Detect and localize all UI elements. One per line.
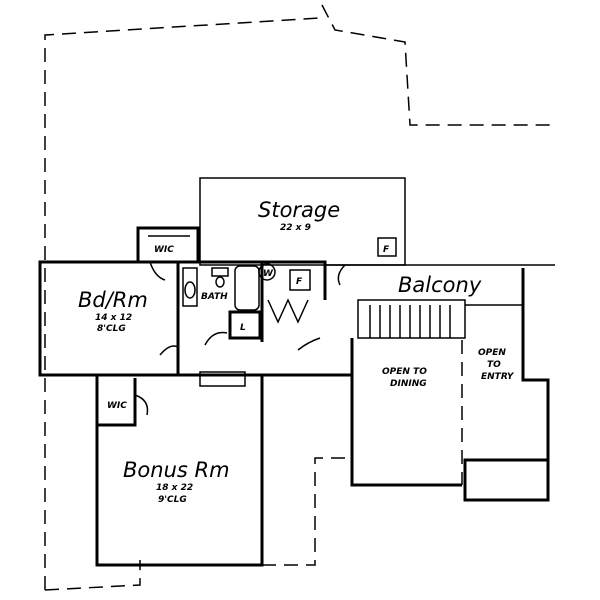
bedroom-label: Bd/Rm <box>78 288 148 312</box>
bedroom-ceiling: 8'CLG <box>97 324 126 334</box>
open-entry-line1: OPEN <box>478 348 506 358</box>
wic-door-swing <box>149 261 166 281</box>
linen-closet <box>228 310 262 340</box>
bonus-room-label: Bonus Rm <box>123 458 230 482</box>
bedroom-size: 14 x 12 <box>95 313 132 323</box>
stair-balusters <box>369 305 451 338</box>
open-dining-line2: DINING <box>390 379 427 389</box>
entry-box <box>463 458 550 502</box>
bath-walls <box>178 260 327 300</box>
storage-fixture-box <box>377 237 397 257</box>
laundry-fixture-label: F <box>296 277 303 287</box>
wic-lower-walls <box>97 378 137 427</box>
bathtub-icon <box>234 265 260 311</box>
open-entry-line2: TO <box>487 360 501 370</box>
toilet-tank <box>211 267 229 277</box>
storage-size: 22 x 9 <box>280 223 311 233</box>
wic-upper-walls <box>136 226 200 262</box>
closet-bifold-door <box>267 298 309 324</box>
open-entry-line3: ENTRY <box>481 372 515 382</box>
bedroom-door-swing <box>159 345 179 356</box>
hall-opening <box>199 371 246 387</box>
hall-door-swing <box>297 337 321 351</box>
washer-label: W <box>263 269 274 279</box>
toilet-icon <box>215 276 225 288</box>
bonus-room-ceiling: 9'CLG <box>158 495 187 505</box>
bath-label: BATH <box>201 292 228 302</box>
storage-fixture-label: F <box>383 245 390 255</box>
washer-icon <box>258 263 276 281</box>
wic-lower-label: WIC <box>107 401 127 411</box>
balcony-label: Balcony <box>398 273 482 297</box>
roof-outline <box>44 4 555 591</box>
laundry-fixture-box <box>289 269 311 291</box>
bonus-room-walls <box>95 373 264 567</box>
bath-door-swing <box>204 331 228 346</box>
storage-label: Storage <box>258 198 340 222</box>
open-dining-line1: OPEN TO <box>382 367 427 377</box>
sink-icon <box>184 281 196 299</box>
stair-railing <box>357 299 466 339</box>
linen-label: L <box>240 323 246 333</box>
wic-lower-door-swing <box>134 394 149 416</box>
vanity <box>182 267 198 307</box>
open-dining-walls <box>350 338 462 487</box>
balcony-door-swing <box>337 264 346 286</box>
bonus-room-size: 18 x 22 <box>156 483 193 493</box>
wic-upper-label: WIC <box>154 245 174 255</box>
storage-room <box>199 177 406 266</box>
